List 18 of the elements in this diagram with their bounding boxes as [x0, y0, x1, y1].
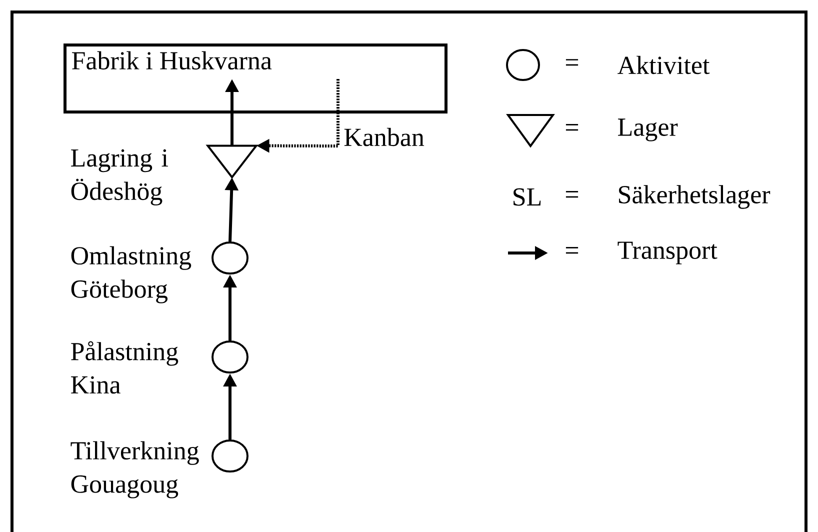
abbreviation: SL — [514, 188, 541, 206]
equals-sign: = — [566, 59, 578, 66]
equals-sign: = — [566, 247, 578, 254]
node-label: Tillverkning Gouagoug — [70, 441, 199, 498]
legend-text: Lager — [618, 118, 678, 142]
node-label: Pålastning Kina — [71, 341, 178, 394]
activity-circle — [212, 242, 248, 274]
node-label: Lagring i Ödeshög — [71, 149, 168, 206]
edge-label: Kanban — [342, 126, 426, 148]
legend-text: Aktivitet — [618, 56, 710, 74]
location-box: Fabrik i Huskvarna — [64, 44, 448, 114]
activity-circle — [212, 440, 248, 472]
equals-sign: = — [566, 191, 578, 198]
node-label: Omlastning Göteborg — [71, 246, 192, 304]
equals-sign: = — [566, 124, 578, 131]
activity-circle — [212, 340, 248, 374]
legend-text: Transport — [618, 242, 718, 264]
legend-text: Säkerhetslager — [619, 185, 770, 209]
